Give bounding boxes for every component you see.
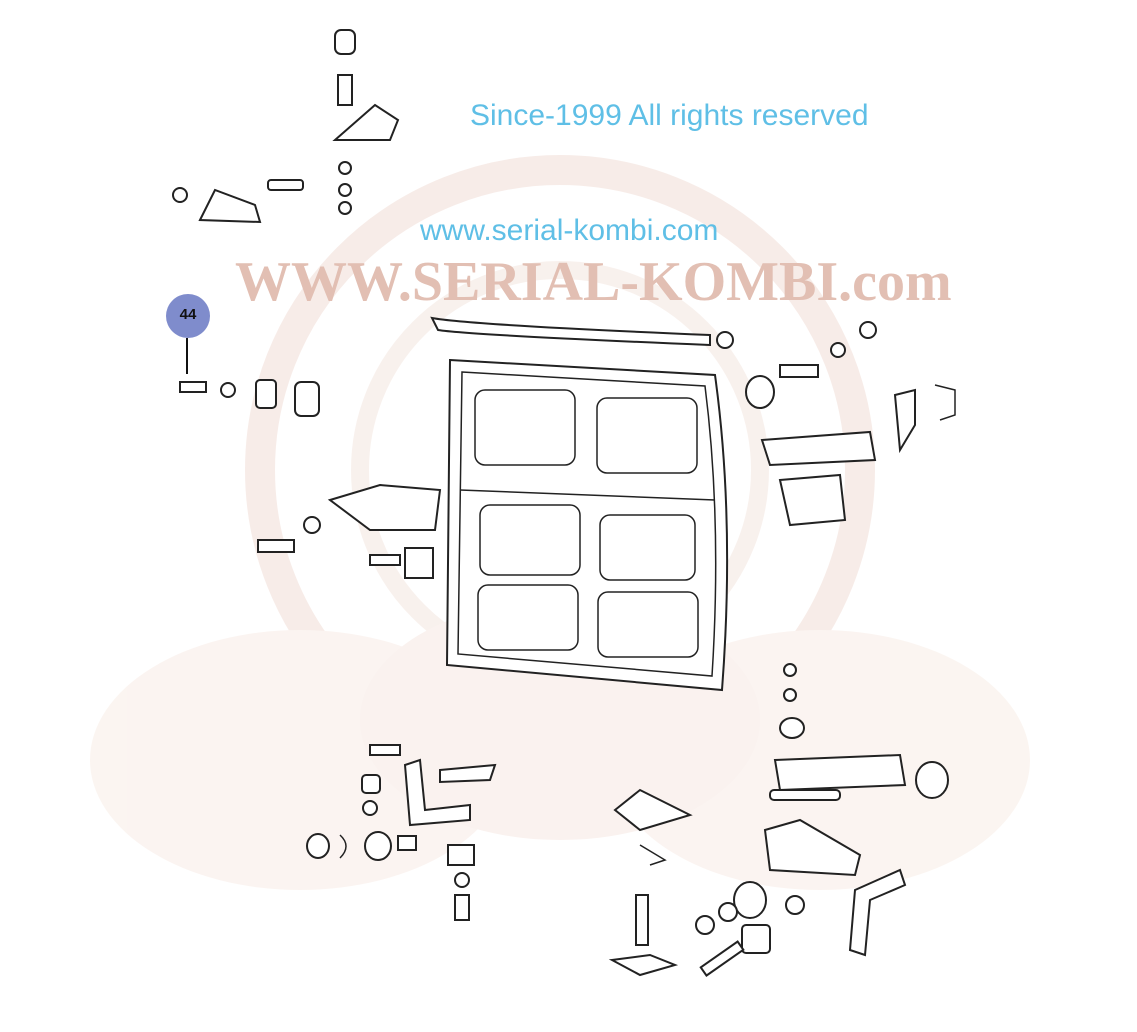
door-panel bbox=[445, 358, 729, 692]
callout-leader-line bbox=[186, 338, 188, 374]
small-parts bbox=[172, 29, 956, 977]
guide-rail bbox=[430, 316, 711, 347]
watermark-url-large: WWW.SERIAL-KOMBI.com bbox=[235, 251, 952, 313]
callout-label: 44 bbox=[179, 306, 197, 323]
callout-44[interactable]: 44 bbox=[166, 294, 210, 338]
watermark-url-small: www.serial-kombi.com bbox=[419, 214, 718, 247]
watermark-copyright: Since-1999 All rights reserved bbox=[470, 99, 869, 132]
